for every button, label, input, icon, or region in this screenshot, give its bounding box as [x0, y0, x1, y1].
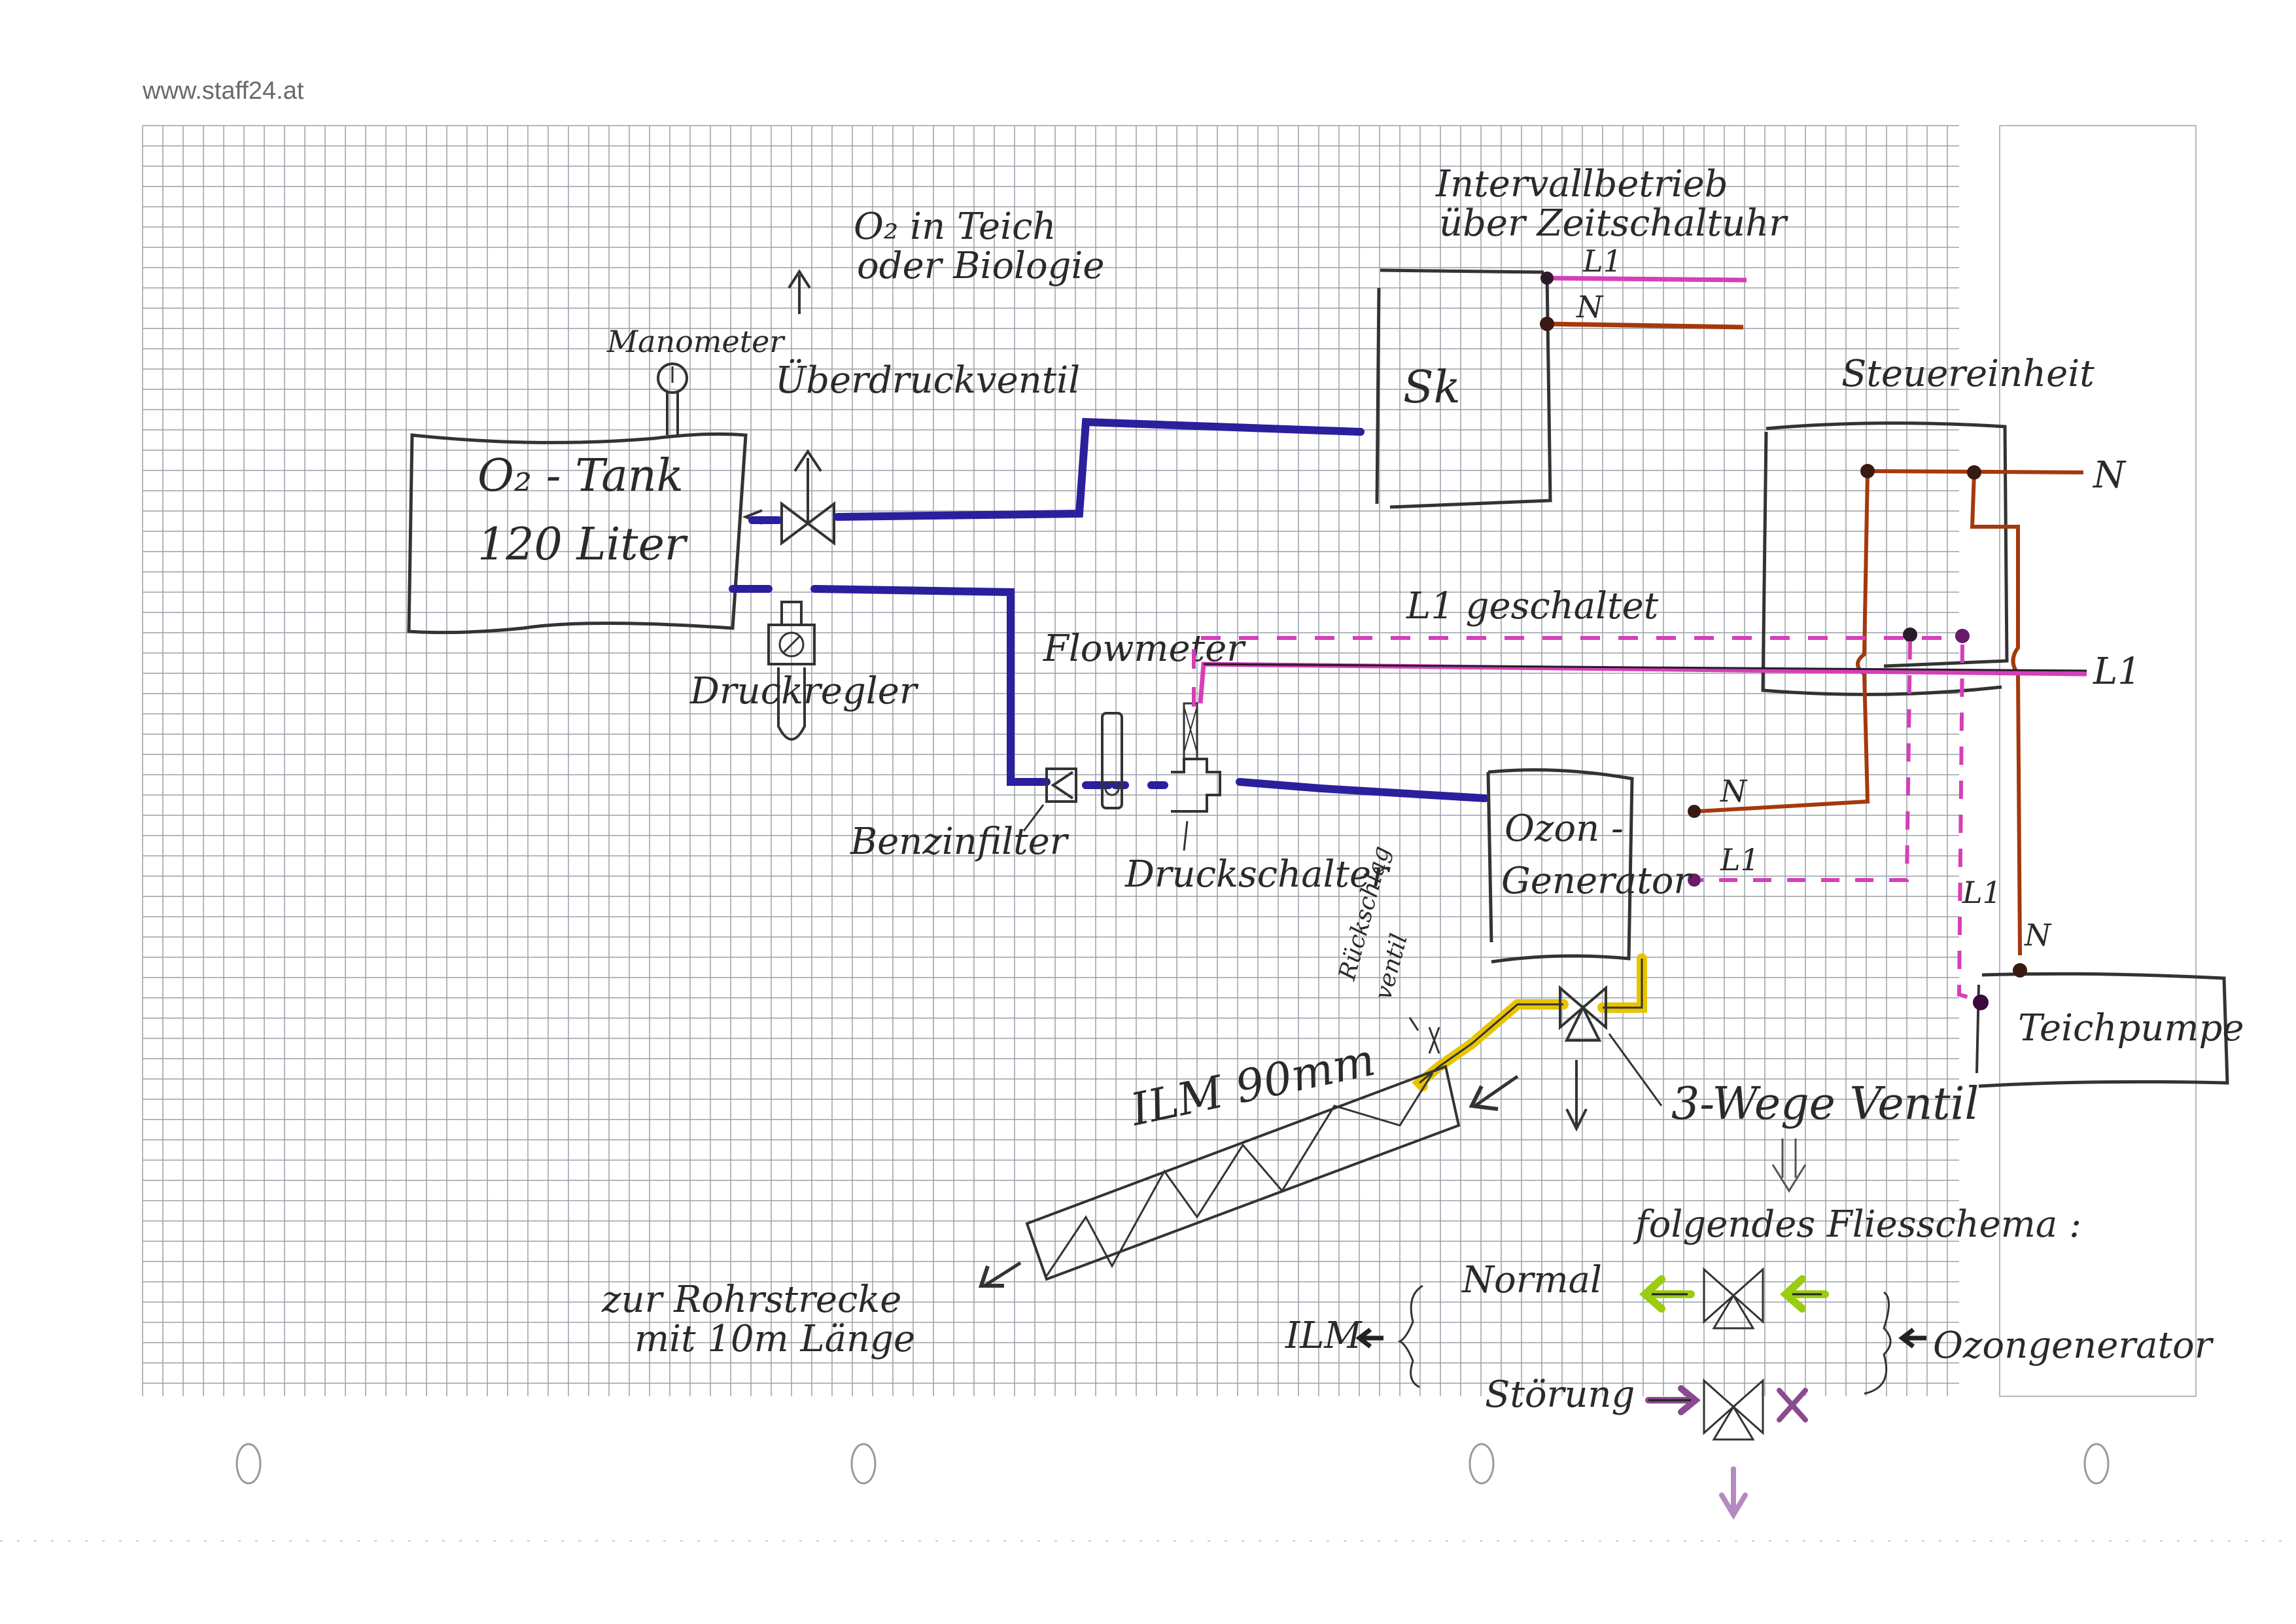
ilm-label: ILM 90mm [1125, 1034, 1380, 1137]
ozone-pipe [1412, 953, 1647, 1091]
check-valve-label-2: ventil [1370, 931, 1413, 1002]
sk-label: Sk [1403, 362, 1461, 414]
arrow-out-ilm-icon [978, 1261, 1022, 1288]
three-way-valve-icon [1559, 985, 1663, 1132]
fuel-filter-label: Benzinfilter [850, 821, 1070, 863]
pressure-regulator-label: Druckregler [689, 670, 919, 713]
control-unit-box [1761, 421, 2009, 696]
double-down-arrow-icon [1771, 1139, 1807, 1193]
brace-left [1397, 1284, 1423, 1388]
o2-pipe-upper [748, 417, 1365, 524]
pond-pump-label: Teichpumpe [2018, 1007, 2244, 1050]
tank-label-2: 120 Liter [478, 519, 688, 571]
ilm-mixer-icon [1025, 1065, 1461, 1281]
o2-pipe-lower [729, 585, 1489, 802]
fault-flow-valve-icon [1645, 1378, 1808, 1520]
fuel-filter-icon [1022, 768, 1077, 832]
ozone-l1-label: L1 [1720, 842, 1760, 877]
pump-l1-label: L1 [1962, 875, 2002, 910]
ozone-generator-box [1486, 768, 1701, 964]
check-valve-icon [1408, 1017, 1440, 1054]
normal-label: Normal [1461, 1259, 1602, 1301]
ozone-generator-label-2: Generator [1501, 860, 1693, 902]
pressure-switch-icon [1171, 702, 1221, 851]
manometer-label: Manometer [606, 324, 786, 359]
manometer-icon [657, 362, 688, 435]
pipe-run-label-2: mit 10m Länge [635, 1318, 915, 1360]
o2-destination-2: oder Biologie [857, 245, 1105, 287]
control-unit-wiring [1192, 464, 2087, 1003]
o2-destination-1: O₂ in Teich [854, 205, 1056, 248]
sk-l1-label: L1 [1582, 243, 1622, 279]
brace-right [1864, 1291, 1892, 1395]
brand-url: www.staff24.at [143, 77, 304, 105]
relief-valve-label: Überdruckventil [775, 359, 1080, 402]
pressure-regulator-icon [767, 601, 816, 741]
pressure-switch-label: Druckschalter [1124, 853, 1391, 896]
ozone-gen-legend-label: Ozongenerator [1933, 1324, 2214, 1367]
pipe-run-label-1: zur Rohrstrecke [601, 1279, 901, 1321]
o2-tank: O₂ - Tank 120 Liter [407, 432, 748, 635]
three-way-valve-label: 3-Wege Ventil [1671, 1078, 1979, 1130]
ozone-n-label: N [1720, 773, 1748, 809]
margin-strip-border [1999, 125, 2197, 1397]
l1-switched-label: L1 geschaltet [1406, 585, 1659, 627]
control-l1-label: L1 [2093, 650, 2141, 693]
fault-label: Störung [1485, 1373, 1635, 1416]
arrow-up-icon [788, 269, 811, 314]
arrow-from-ozone-gen-icon [1898, 1328, 1926, 1349]
control-n-label: N [2092, 454, 2127, 497]
flowmeter-icon [1101, 712, 1123, 809]
binder-holes [235, 1443, 2110, 1485]
control-unit-label: Steuereinheit [1841, 353, 2095, 395]
arrow-into-ilm-icon [1469, 1074, 1519, 1111]
sk-wires [1540, 272, 1747, 331]
sk-n-label: N [1576, 289, 1604, 325]
ilm-short-label: ILM [1285, 1315, 1363, 1357]
margin-strip [1999, 125, 2197, 1397]
interval-title-1: Intervallbetrieb [1435, 163, 1728, 205]
arrow-left-icon [1355, 1328, 1383, 1349]
timer-switch-box: Sk [1375, 268, 1552, 509]
flow-scheme-title: folgendes Fliesschema : [1633, 1203, 2081, 1246]
graph-paper-grid [142, 125, 1959, 1396]
interval-title-2: über Zeitschaltuhr [1439, 202, 1788, 245]
relief-valve-icon [742, 449, 835, 546]
pump-n-label: N [2024, 917, 2052, 953]
ozone-generator-label-1: Ozon - [1505, 807, 1624, 850]
normal-flow-valve-icon [1639, 1267, 1829, 1330]
pond-pump-box [1973, 963, 2229, 1088]
tank-label-1: O₂ - Tank [478, 450, 684, 502]
